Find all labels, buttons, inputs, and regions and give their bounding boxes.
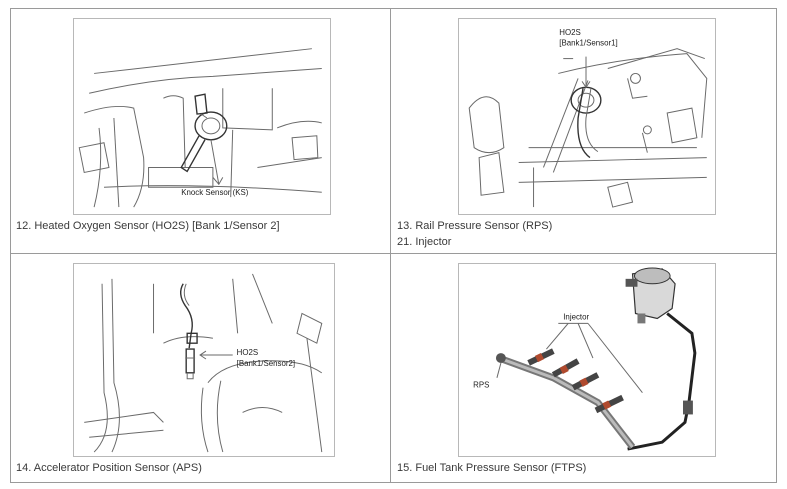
injectors [527,348,624,414]
caption-12: 12. Heated Oxygen Sensor (HO2S) [Bank 1/… [16,220,280,232]
injector-rps-figure: Injector RPS [458,263,716,457]
knock-sensor-illustration: Knock Sensor (KS) [78,48,322,208]
caption-14: 14. Accelerator Position Sensor (APS) [16,462,202,474]
cell-fuel-tank-pressure-sensor: Injector RPS 15. Fuel Tank Pressure Sens… [390,253,777,483]
cell-rail-pressure-sensor: HO2S [Bank1/Sensor1] 13. Rail Pressure S… [390,8,777,254]
caption-21: 21. Injector [397,236,452,248]
injector-label: Injector [563,312,589,321]
ho2s-sensor1-illustration: HO2S [Bank1/Sensor1] [468,28,708,208]
rps-label: RPS [473,381,489,390]
cell-accelerator-position-sensor: HO2S [Bank1/Sensor2] 14. Accelerator Pos… [10,253,391,483]
knock-sensor-figure: Knock Sensor (KS) [73,18,331,215]
ho2s-label-line1: HO2S [559,28,581,37]
caption-15: 15. Fuel Tank Pressure Sensor (FTPS) [397,462,587,474]
ho2s-sensor2-illustration: HO2S [Bank1/Sensor2] [84,273,323,453]
ho2s-label-line1: HO2S [237,348,259,357]
ho2s-bank1-sensor1-figure: HO2S [Bank1/Sensor1] [458,18,716,215]
ho2s-label-line2: [Bank1/Sensor1] [559,39,617,48]
cell-knock-sensor: Knock Sensor (KS) 12. Heated Oxygen Sens… [10,8,391,254]
caption-13: 13. Rail Pressure Sensor (RPS) [397,220,553,232]
knock-sensor-label: Knock Sensor (KS) [181,188,249,197]
fuel-rail-illustration: Injector RPS [473,267,697,451]
ho2s-bank1-sensor2-figure: HO2S [Bank1/Sensor2] [73,263,335,457]
ho2s-label-line2: [Bank1/Sensor2] [237,359,295,368]
